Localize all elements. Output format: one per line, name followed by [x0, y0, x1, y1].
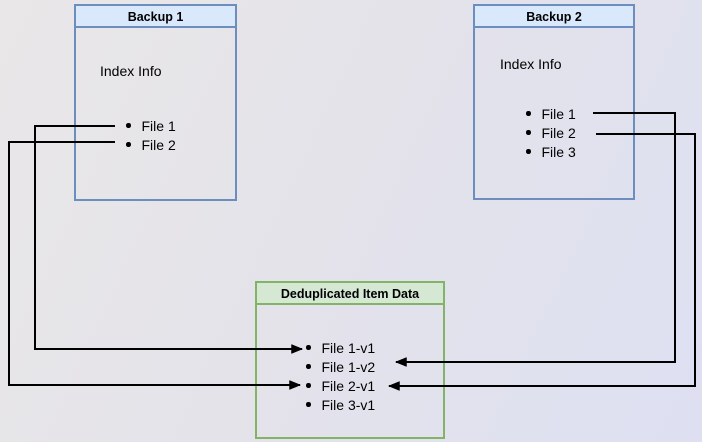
list-item-label: File 2 [141, 136, 176, 153]
bullet-icon [526, 111, 531, 116]
list-item-label: File 3 [541, 143, 576, 160]
list-item: File 1-v2 [306, 357, 375, 376]
backup2-file-list: File 1 File 2 File 3 [526, 104, 576, 161]
bullet-icon [306, 402, 311, 407]
dedup-title: Deduplicated Item Data [257, 283, 443, 305]
list-item: File 2 [526, 123, 576, 142]
bullet-icon [126, 142, 131, 147]
list-item-label: File 1-v1 [321, 339, 376, 356]
bullet-icon [306, 364, 311, 369]
list-item-label: File 1 [141, 117, 176, 134]
list-item-label: File 2 [541, 124, 576, 141]
backup2-box: Backup 2 Index Info File 1 File 2 File 3 [473, 4, 635, 200]
list-item: File 1 [126, 116, 176, 135]
backup1-title: Backup 1 [76, 6, 235, 28]
list-item: File 1 [526, 104, 576, 123]
bullet-icon [306, 345, 311, 350]
list-item: File 2 [126, 135, 176, 154]
list-item: File 1-v1 [306, 338, 375, 357]
backup2-title: Backup 2 [475, 6, 633, 28]
backup1-box: Backup 1 Index Info File 1 File 2 [74, 4, 237, 201]
list-item-label: File 1-v2 [321, 358, 376, 375]
backup1-file-list: File 1 File 2 [126, 116, 176, 154]
list-item: File 3-v1 [306, 395, 375, 414]
backup2-index-label: Index Info [500, 56, 562, 72]
bullet-icon [306, 383, 311, 388]
bullet-icon [126, 123, 131, 128]
list-item: File 3 [526, 142, 576, 161]
backup1-index-label: Index Info [100, 63, 162, 79]
list-item-label: File 2-v1 [321, 377, 376, 394]
bullet-icon [526, 130, 531, 135]
list-item-label: File 1 [541, 105, 576, 122]
list-item-label: File 3-v1 [321, 396, 376, 413]
list-item: File 2-v1 [306, 376, 375, 395]
bullet-icon [526, 149, 531, 154]
